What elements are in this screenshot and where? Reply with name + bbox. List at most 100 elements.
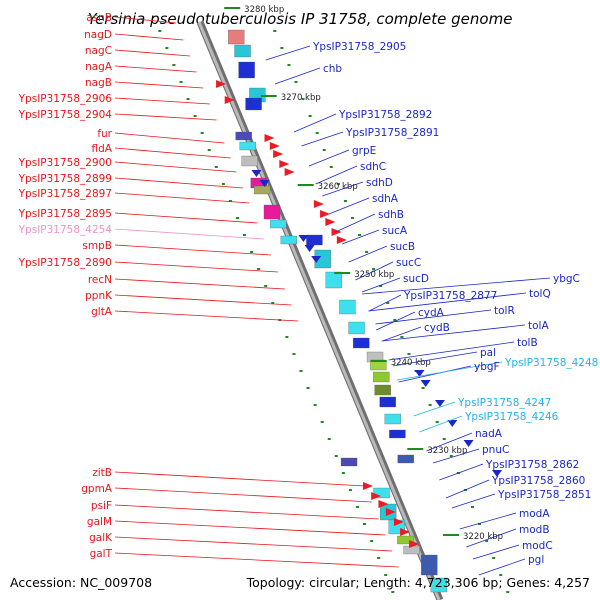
ring-dot [287, 64, 291, 66]
gene-label: tolB [517, 337, 538, 349]
gene-label: gltA [91, 306, 113, 318]
gene-label: YpsIP31758_2904 [18, 109, 113, 121]
gene-block [397, 535, 414, 545]
label-leader [114, 310, 299, 322]
gene-block [397, 454, 414, 464]
gene-label: asnB [86, 12, 112, 24]
scale-tick-label: 3230 kbp [427, 446, 467, 456]
gene-block [239, 141, 256, 151]
label-leader [114, 504, 379, 520]
ring-dot [379, 285, 383, 287]
gene-label: cydA [418, 307, 445, 319]
gene-label: YpsIP31758_2905 [312, 41, 406, 53]
gene-block [238, 61, 255, 79]
gene-label: nagC [85, 45, 112, 57]
label-leader [114, 552, 399, 568]
ring-dot [341, 472, 345, 474]
ring-dot [200, 132, 204, 134]
label-leader [445, 479, 490, 499]
ring-dot [400, 336, 404, 338]
gene-block [270, 219, 287, 229]
gene-label: YpsIP31758_2899 [18, 173, 112, 185]
gene-block [403, 545, 420, 555]
gene-block [421, 554, 438, 576]
gene-arrow [311, 256, 322, 263]
gene-block [241, 155, 258, 167]
gene-label: psiF [91, 500, 112, 512]
label-leader [381, 324, 526, 342]
gene-label: modA [519, 508, 550, 520]
gene-label: tolA [528, 320, 549, 332]
gene-label: sdhB [378, 209, 404, 221]
gene-block [263, 204, 281, 220]
ring-dot [320, 421, 324, 423]
label-leader [362, 277, 551, 295]
label-leader [355, 261, 394, 281]
label-leader [114, 278, 286, 290]
gene-label: tolQ [529, 288, 551, 300]
gene-label: cydB [424, 322, 450, 334]
ring-dot [250, 251, 254, 253]
ring-dot [449, 455, 453, 457]
gene-label: smpB [82, 240, 112, 252]
ring-dot [492, 557, 496, 559]
gene-label: ppnK [85, 290, 113, 302]
gene-arrow [325, 218, 336, 226]
ring-dot [158, 30, 162, 32]
ring-dot [235, 217, 239, 219]
genome-backbone [196, 20, 444, 600]
ring-dot [327, 438, 331, 440]
backbone-highlight [197, 21, 441, 600]
gene-block [235, 131, 252, 141]
gene-arrow [216, 80, 227, 88]
ring-dot [294, 81, 298, 83]
gene-label: nagA [85, 61, 113, 73]
ring-dot [391, 591, 395, 593]
label-leader [392, 351, 478, 367]
ring-dot [299, 370, 303, 372]
gene-label: zitB [92, 467, 112, 479]
ring-dot [428, 404, 432, 406]
topology-text: Topology: circular; Length: 4,723,306 bp… [246, 575, 590, 590]
gene-label: YpsIP31758_2860 [491, 475, 585, 487]
gene-arrow [414, 370, 425, 377]
label-leader [348, 245, 388, 263]
ring-dot [193, 115, 197, 117]
scale-tick-label: 3260 kbp [318, 182, 358, 192]
label-leader [265, 45, 311, 61]
scale-tick-label: 3280 kbp [244, 5, 284, 15]
label-leader [274, 67, 321, 85]
ring-dot [485, 540, 489, 542]
label-leader [114, 49, 190, 57]
ring-dot [336, 183, 340, 185]
ring-dot [308, 115, 312, 117]
gene-label: grpE [352, 145, 376, 157]
label-leader [382, 326, 422, 342]
gene-block [430, 577, 448, 593]
genome-title: Yersinia pseudotuberculosis IP 31758, co… [87, 10, 513, 28]
gene-arrow [313, 200, 324, 208]
gene-block [340, 457, 358, 467]
gene-arrow [298, 235, 309, 242]
ring-dot [370, 540, 374, 542]
ring-dot [407, 353, 411, 355]
ring-dot [478, 523, 482, 525]
label-leader [432, 448, 480, 464]
ring-dot [228, 200, 232, 202]
label-leader [114, 520, 386, 536]
gene-arrow [492, 470, 503, 477]
gene-arrow [284, 168, 295, 176]
gene-arrow [331, 228, 342, 236]
gene-arrow [259, 180, 270, 187]
gene-label: sdhD [366, 177, 393, 189]
gene-label: sucA [382, 225, 408, 237]
gene-label: YpsIP31758_4246 [464, 411, 559, 423]
gene-arrow [371, 492, 382, 500]
label-leader [413, 401, 456, 417]
gene-features [216, 29, 503, 593]
gene-label: chb [323, 63, 342, 75]
label-leader [361, 277, 401, 293]
gene-label: YpsIP31758_2897 [18, 188, 112, 200]
